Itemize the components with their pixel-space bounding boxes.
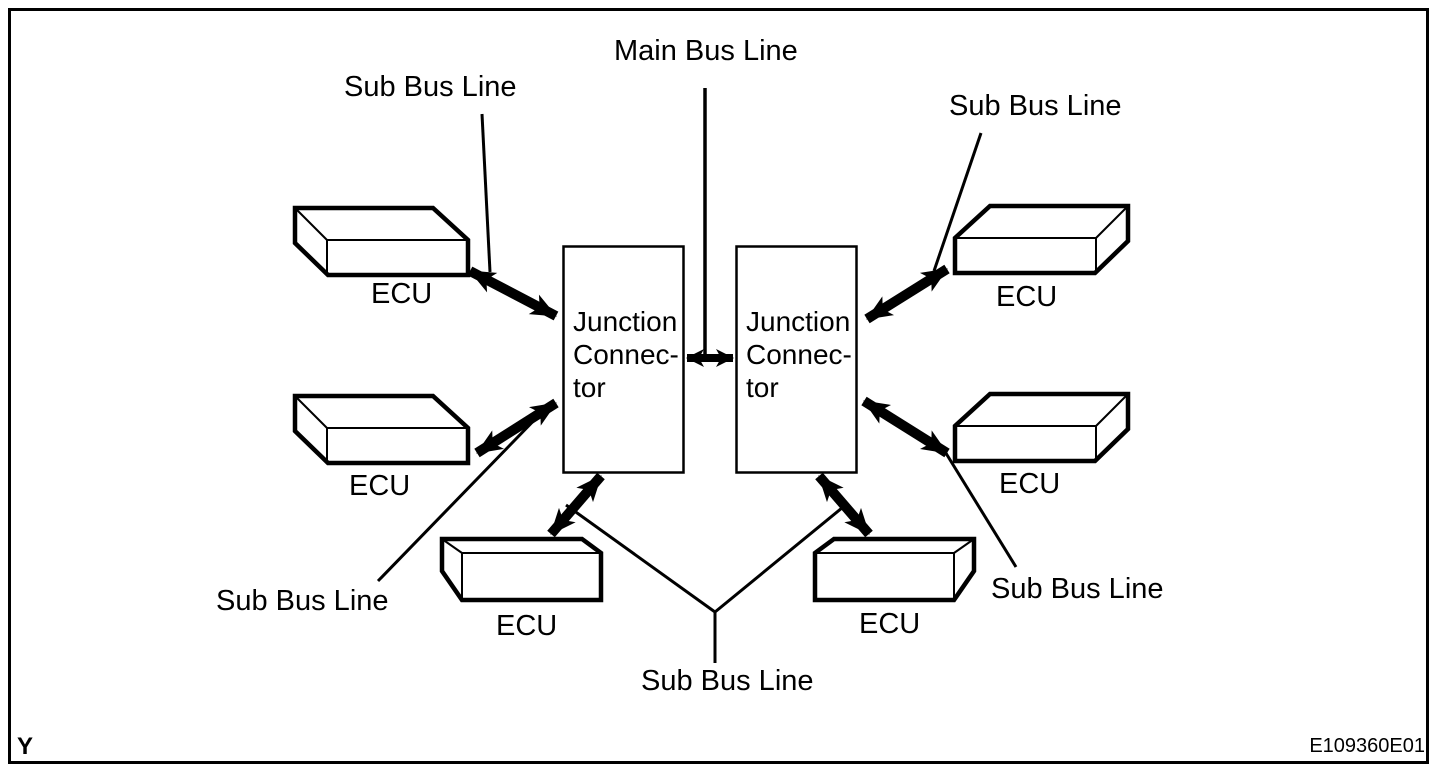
junction-connector-right-line2: Connec- [746,339,852,370]
main-bus-line-label: Main Bus Line [614,35,798,67]
ecu-label-top-left: ECU [371,278,433,310]
figure-code: E109360E01 [1309,735,1425,757]
corner-mark: Y [17,733,34,760]
ecu-label-top-right: ECU [996,281,1058,313]
sub-bus-line-label-bottom: Sub Bus Line [641,665,814,697]
ecu-label-bottom-left: ECU [496,610,558,642]
arrow-top-right [864,264,950,324]
junction-connector-left-box [562,245,685,474]
ecu-box-bottom-right [812,536,977,603]
junction-connector-left-text: Junction Connec- tor [573,305,679,404]
bus-arrows [467,264,950,538]
arrow-mid-right [861,396,950,458]
sub-bus-line-label-mid-left: Sub Bus Line [216,585,389,617]
junction-connector-left-line2: Connec- [573,339,679,370]
pointer-line-top-left [480,113,492,273]
junction-connector-right-line1: Junction [746,306,851,337]
ecu-box-mid-left [292,393,471,466]
ecu-box-top-left [292,205,471,278]
ecu-box-bottom-left [439,536,604,603]
ecu-label-mid-right: ECU [999,468,1061,500]
junction-connector-right-line3: tor [746,372,779,403]
ecu-boxes [292,203,1131,603]
ecu-label-mid-left: ECU [349,470,411,502]
ecu-box-mid-right [952,391,1131,464]
arrow-mid-left [474,398,559,458]
ecu-box-top-right [952,203,1131,276]
diagram-border-frame [8,8,1429,764]
junction-connector-left-line1: Junction [573,306,678,337]
junction-connector-right-box [735,245,858,474]
arrow-bottom-left [547,472,605,538]
pointer-line-top-right [932,132,983,272]
sub-bus-line-label-top-right: Sub Bus Line [949,90,1122,122]
junction-connector-left-line3: tor [573,372,606,403]
sub-bus-line-label-mid-right: Sub Bus Line [991,573,1164,605]
ecu-label-bottom-right: ECU [859,608,921,640]
pointer-line-mid-right [942,449,1018,568]
arrow-top-left [467,266,559,321]
junction-connector-right-text: Junction Connec- tor [746,305,852,404]
sub-bus-line-label-top-left: Sub Bus Line [344,71,517,103]
arrow-bottom-right [815,472,873,538]
